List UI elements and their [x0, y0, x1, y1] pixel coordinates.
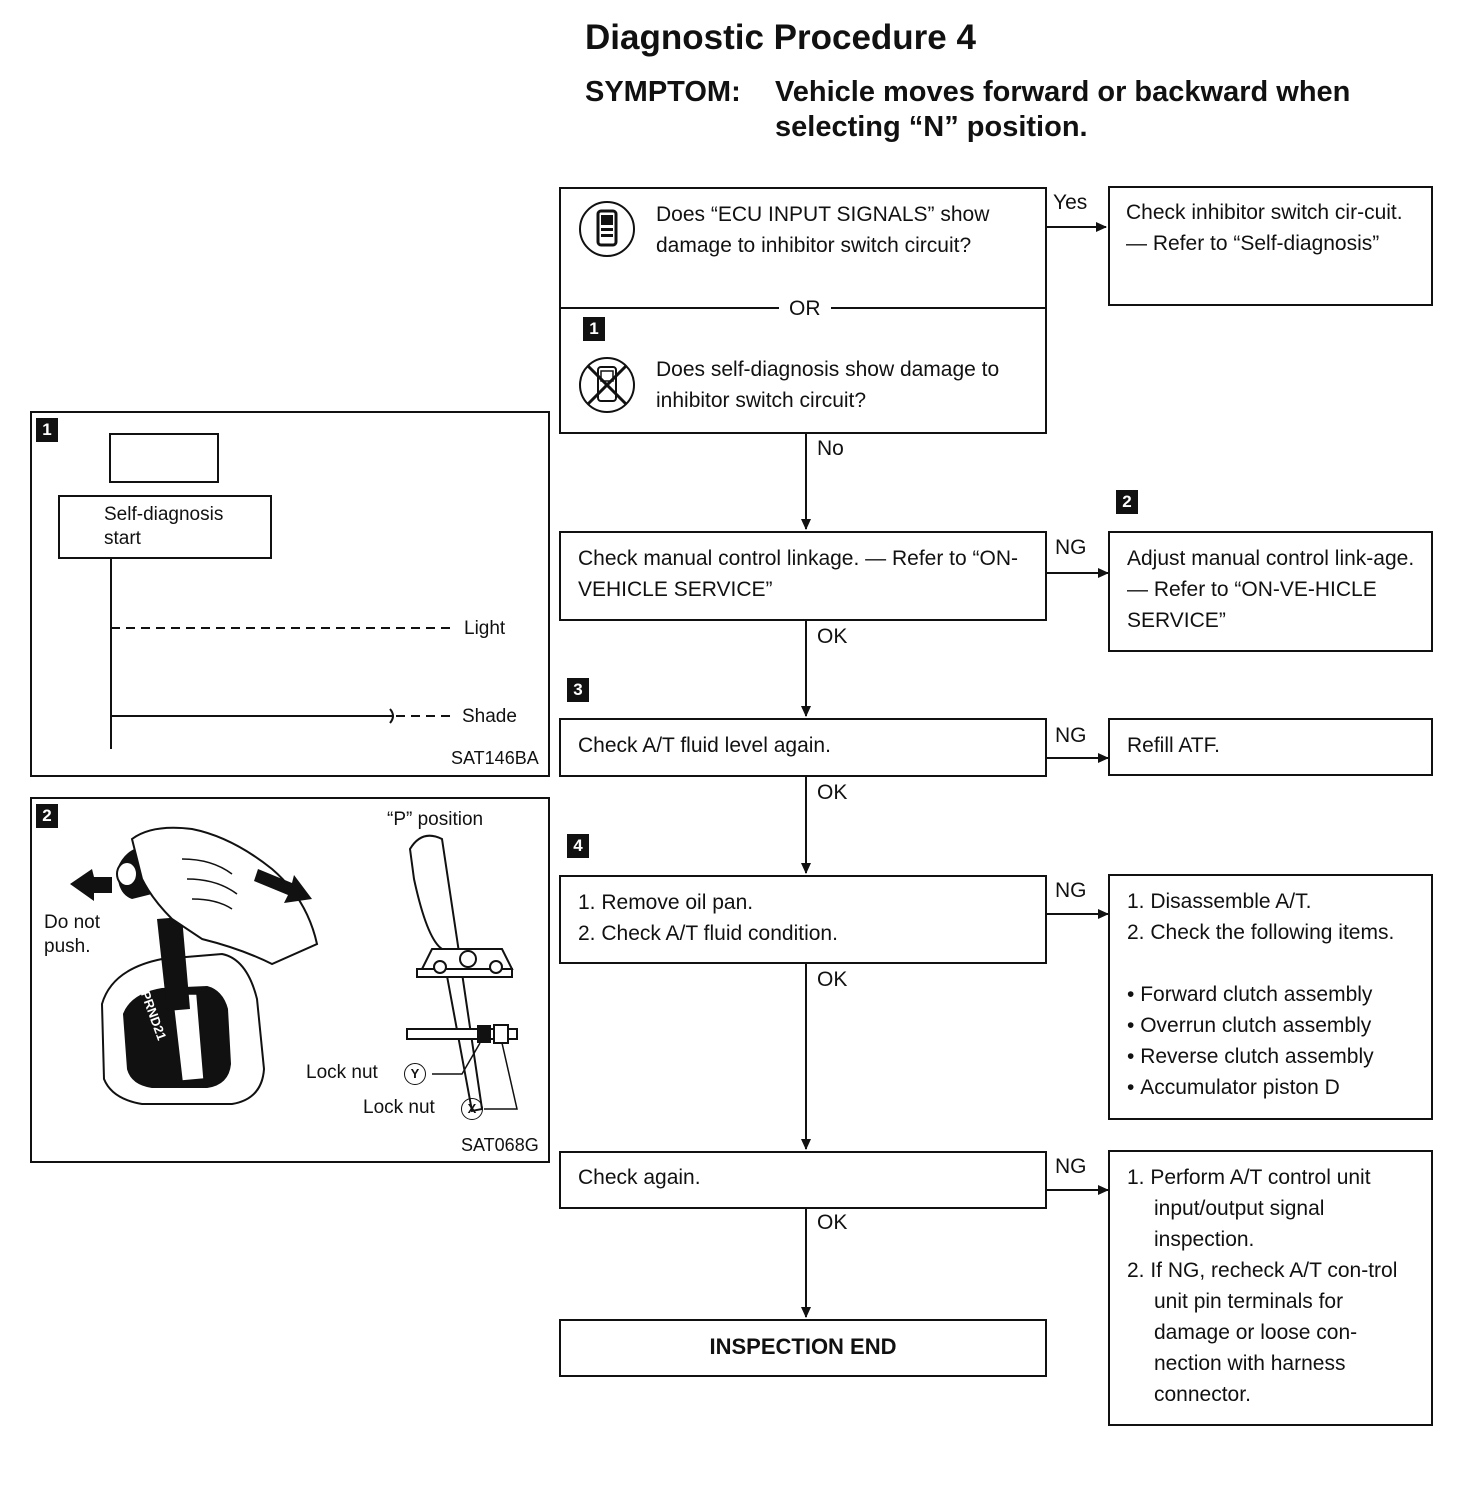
symptom-label: SYMPTOM:: [585, 76, 741, 108]
symptom-line-2: selecting “N” position.: [775, 111, 1088, 143]
ng-label-5: NG: [1055, 1155, 1087, 1178]
disassemble-step-1: 1. Disassemble A/T.: [1127, 890, 1312, 913]
ok-label-5: OK: [817, 1211, 848, 1234]
self-diagnosis-question: Does self-diagnosis show damage to inhib…: [656, 358, 1000, 412]
step-tag-1: 1: [583, 317, 605, 341]
step-tag-2: 2: [1116, 490, 1138, 514]
component-item: • Reverse clutch assembly: [1127, 1045, 1374, 1068]
linkage-check-text: Check manual control linkage. — Refer to…: [578, 547, 1019, 601]
oil-pan-step-2: 2. Check A/T fluid condition.: [578, 922, 838, 945]
component-item: • Overrun clutch assembly: [1127, 1014, 1372, 1037]
ok-label-3: OK: [817, 781, 848, 804]
self-diagnosis-start-label: Self-diagnosis start: [104, 504, 224, 549]
do-not-push-label: Do not push.: [44, 912, 100, 957]
or-label: OR: [779, 293, 831, 324]
shade-label: Shade: [462, 706, 517, 727]
adjust-linkage-text: Adjust manual control link-age. — Refer …: [1127, 547, 1415, 632]
figure-2-tag: 2: [36, 804, 58, 828]
yes-label: Yes: [1053, 191, 1088, 214]
ng-label-2: NG: [1055, 536, 1087, 559]
oil-pan-step-1: 1. Remove oil pan.: [578, 891, 754, 914]
timing-chart: [110, 559, 452, 749]
consult-tester-icon: [578, 200, 636, 258]
component-item: • Forward clutch assembly: [1127, 983, 1373, 1006]
no-label: No: [817, 437, 844, 460]
ng-label-3: NG: [1055, 724, 1087, 747]
figure-2-manual-linkage: 2 “P” position Do not push. PR: [30, 797, 550, 1163]
control-unit-step-1: 1. Perform A/T control unit input/output…: [1127, 1166, 1371, 1251]
question-box: Does “ECU INPUT SIGNALS” show damage to …: [559, 187, 1047, 434]
lock-nut-y-marker: Y: [404, 1063, 426, 1085]
step-tag-4: 4: [567, 834, 589, 858]
refill-atf-text: Refill ATF.: [1127, 734, 1220, 757]
ok-label-4: OK: [817, 968, 848, 991]
ng-label-4: NG: [1055, 879, 1087, 902]
selector-lever-illustration: [70, 826, 518, 1113]
consult-question: Does “ECU INPUT SIGNALS” show damage to …: [656, 203, 990, 257]
component-item: • Accumulator piston D: [1127, 1076, 1340, 1099]
step-tag-3: 3: [567, 678, 589, 702]
p-position-label: “P” position: [387, 809, 484, 830]
yes-action-text: Check inhibitor switch cir-cuit. — Refer…: [1126, 201, 1403, 255]
ok-label-2: OK: [817, 625, 848, 648]
light-label: Light: [464, 618, 506, 639]
adjust-linkage-box: Adjust manual control link-age. — Refer …: [1108, 531, 1433, 652]
oil-pan-box: 1. Remove oil pan. 2. Check A/T fluid co…: [559, 875, 1047, 964]
fluid-level-box: Check A/T fluid level again.: [559, 718, 1047, 777]
fluid-level-text: Check A/T fluid level again.: [578, 734, 831, 757]
self-diagnosis-start-box: Self-diagnosis start: [58, 495, 272, 559]
check-again-text: Check again.: [578, 1166, 701, 1189]
figure-1-code: SAT146BA: [451, 748, 539, 768]
page-title: Diagnostic Procedure 4: [585, 18, 976, 57]
component-list: • Forward clutch assembly • Overrun clut…: [1127, 979, 1374, 1103]
figure-1-tag: 1: [36, 418, 58, 442]
inspection-end-box: INSPECTION END: [559, 1319, 1047, 1377]
check-again-box: Check again.: [559, 1151, 1047, 1209]
disassemble-step-2: 2. Check the following items.: [1127, 921, 1395, 944]
disassemble-box: 1. Disassemble A/T. 2. Check the followi…: [1108, 874, 1433, 1120]
indicator-lamp-box: [109, 433, 219, 483]
figure-2-code: SAT068G: [461, 1135, 539, 1155]
figure-1-self-diagnosis: 1 Self-diagnosis start Light Shade SAT14…: [30, 411, 550, 777]
symptom-line-1: Vehicle moves forward or backward when: [775, 76, 1351, 108]
refill-atf-box: Refill ATF.: [1108, 718, 1433, 776]
lock-nut-y-label: Lock nut: [306, 1062, 378, 1083]
control-unit-step-2: 2. If NG, recheck A/T con-trol unit pin …: [1127, 1259, 1398, 1406]
no-consult-icon: [578, 356, 636, 414]
lock-nut-x-label: Lock nut: [363, 1097, 435, 1118]
lock-nut-x-marker: X: [461, 1098, 483, 1120]
inspection-end-text: INSPECTION END: [709, 1334, 897, 1359]
linkage-check-box: Check manual control linkage. — Refer to…: [559, 531, 1047, 621]
control-unit-box: 1. Perform A/T control unit input/output…: [1108, 1150, 1433, 1426]
yes-action-box: Check inhibitor switch cir-cuit. — Refer…: [1108, 186, 1433, 306]
